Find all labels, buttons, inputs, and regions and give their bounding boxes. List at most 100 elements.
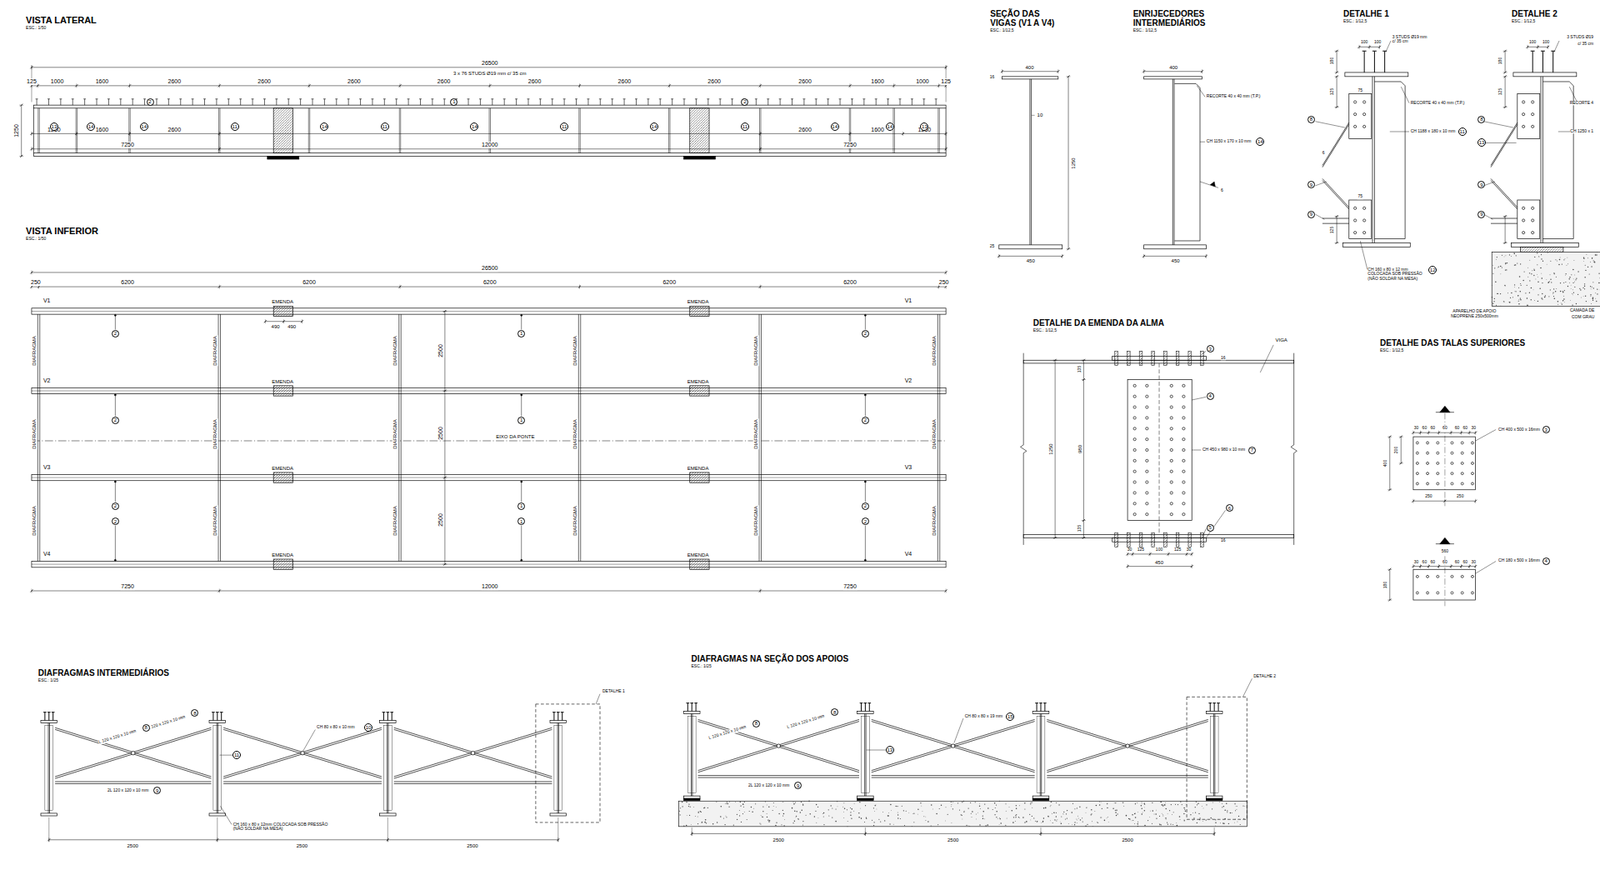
line bbox=[1191, 564, 1193, 569]
line bbox=[684, 99, 685, 105]
line bbox=[695, 703, 697, 712]
drawing-label: 6200 bbox=[843, 279, 858, 286]
line bbox=[867, 702, 871, 704]
line bbox=[488, 84, 491, 87]
bolt bbox=[798, 819, 800, 820]
callout-number: 8 bbox=[1310, 116, 1313, 122]
bolt bbox=[836, 805, 839, 808]
callout-number: 11 bbox=[742, 124, 748, 130]
drawing-label: EMENDA bbox=[271, 379, 295, 385]
bolt bbox=[1522, 219, 1525, 222]
bolt bbox=[1096, 821, 1098, 823]
bolt bbox=[1226, 810, 1228, 811]
line bbox=[731, 99, 733, 105]
line bbox=[695, 99, 697, 105]
plate bbox=[1205, 710, 1223, 714]
line bbox=[30, 590, 33, 593]
bolt bbox=[1520, 263, 1521, 265]
line bbox=[287, 98, 290, 100]
drawing-label: 25 bbox=[989, 245, 995, 250]
line bbox=[578, 314, 580, 561]
bolt bbox=[1170, 491, 1173, 495]
plate bbox=[33, 105, 946, 109]
bolt bbox=[1505, 255, 1507, 257]
line bbox=[211, 711, 215, 713]
plate bbox=[1144, 76, 1203, 80]
line bbox=[1504, 75, 1507, 78]
line bbox=[1358, 45, 1361, 49]
callout-circle: 11 bbox=[560, 122, 569, 131]
bolt bbox=[783, 819, 785, 821]
line bbox=[1143, 69, 1145, 74]
line bbox=[335, 99, 337, 105]
line bbox=[219, 589, 220, 594]
bolt bbox=[1106, 807, 1108, 809]
line bbox=[1335, 75, 1340, 77]
bolt bbox=[1170, 427, 1173, 430]
line bbox=[55, 729, 211, 779]
bolt bbox=[1555, 276, 1557, 278]
line bbox=[1547, 45, 1549, 50]
bolt bbox=[1470, 575, 1474, 578]
line bbox=[1420, 564, 1421, 569]
bolt bbox=[970, 813, 972, 815]
drawing-label: 60 bbox=[1430, 560, 1436, 565]
line bbox=[599, 98, 602, 100]
drawing-label: 100 bbox=[1373, 40, 1381, 46]
bolt bbox=[783, 825, 785, 826]
line bbox=[31, 477, 946, 479]
bolt bbox=[887, 815, 890, 817]
bolt bbox=[1415, 591, 1419, 595]
bolt bbox=[766, 816, 768, 818]
callout-number: 14 bbox=[321, 124, 328, 130]
bolt bbox=[1436, 472, 1440, 475]
bolt bbox=[1501, 267, 1503, 269]
callout-circle: 8 bbox=[190, 709, 199, 717]
bolt bbox=[1182, 470, 1185, 473]
line bbox=[1322, 218, 1350, 220]
line bbox=[219, 146, 220, 151]
line bbox=[31, 310, 946, 312]
bolt bbox=[917, 809, 919, 810]
bolt bbox=[1450, 451, 1454, 455]
bolt bbox=[704, 821, 706, 824]
line bbox=[1554, 40, 1560, 52]
line bbox=[668, 108, 670, 154]
bolt bbox=[1505, 262, 1506, 264]
callout-circle: 14 bbox=[650, 122, 659, 131]
bolt bbox=[916, 813, 919, 815]
bolt bbox=[1164, 804, 1166, 806]
bolt bbox=[1199, 817, 1200, 819]
bolt bbox=[853, 803, 855, 805]
line bbox=[467, 98, 470, 100]
line bbox=[1053, 360, 1058, 361]
bolt bbox=[1160, 812, 1163, 815]
plate bbox=[857, 710, 875, 714]
callout-number: 9 bbox=[1480, 211, 1483, 217]
bolt bbox=[1008, 806, 1010, 809]
bolt bbox=[1450, 461, 1454, 465]
line bbox=[1504, 105, 1507, 109]
line bbox=[865, 827, 866, 836]
drawing-label: c/ 35 cm bbox=[1577, 41, 1595, 47]
line bbox=[1552, 50, 1554, 73]
drawing-label: 60 bbox=[1430, 426, 1436, 432]
line bbox=[383, 98, 386, 100]
bolt bbox=[1091, 820, 1094, 823]
bolt bbox=[1071, 811, 1074, 814]
callout-circle: 11 bbox=[1458, 127, 1467, 136]
bolt bbox=[957, 802, 959, 804]
drawing-label: 2500 bbox=[1121, 836, 1134, 843]
bolt bbox=[744, 801, 745, 803]
bolt bbox=[1436, 591, 1440, 595]
bolt bbox=[726, 801, 728, 803]
bolt bbox=[1557, 303, 1560, 305]
line bbox=[865, 315, 866, 330]
bolt bbox=[1123, 805, 1125, 807]
bolt bbox=[901, 805, 903, 807]
line bbox=[75, 83, 77, 88]
line bbox=[690, 702, 694, 704]
line bbox=[219, 755, 233, 756]
bolt bbox=[1583, 258, 1585, 260]
bolt bbox=[1515, 255, 1517, 256]
